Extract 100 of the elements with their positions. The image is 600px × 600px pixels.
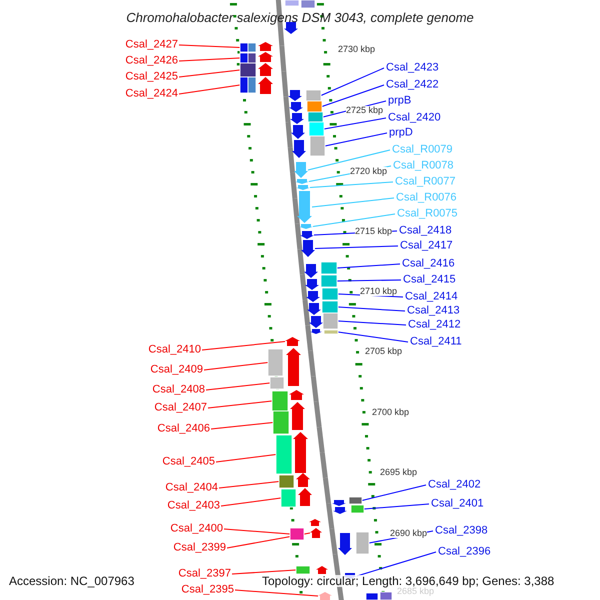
gene-label: Csal_2395 — [181, 584, 234, 596]
gene-block — [300, 0, 316, 8]
gene-block — [356, 532, 370, 554]
gene-feature — [296, 473, 310, 487]
gene-label: Csal_2401 — [431, 498, 484, 510]
gene-block — [240, 62, 256, 78]
gene-block — [284, 0, 300, 6]
gene-feature — [290, 402, 305, 430]
leader-line — [220, 498, 282, 506]
gene-block — [272, 390, 288, 412]
gene-label: Csal_R0079 — [392, 144, 453, 156]
gene-feature — [285, 337, 300, 346]
leader-line — [338, 332, 408, 342]
gene-label: Csal_2396 — [438, 546, 491, 558]
leader-line — [338, 320, 406, 326]
gene-block — [306, 100, 322, 112]
gene-label: Csal_2425 — [125, 72, 178, 82]
gene-label: Csal_2422 — [386, 80, 439, 90]
gene-block — [306, 90, 322, 102]
gene-block — [248, 52, 256, 64]
gene-block — [296, 566, 310, 574]
gene-block — [322, 288, 338, 300]
gene-block — [308, 112, 324, 122]
leader-line — [178, 44, 240, 48]
gene-label: Csal_2408 — [152, 384, 205, 396]
scale-label: 2715 kbp — [355, 227, 392, 236]
gene-block — [268, 348, 284, 376]
gene-block — [322, 312, 338, 330]
gene-block — [380, 592, 392, 600]
leader-line — [312, 214, 396, 227]
gene-feature — [304, 264, 318, 278]
leader-line — [336, 280, 402, 282]
gene-label: Csal_2397 — [178, 568, 231, 580]
gene-feature — [310, 528, 322, 538]
gene-feature — [307, 303, 321, 315]
leader-line — [362, 484, 426, 501]
gene-block — [240, 42, 248, 52]
gene-block — [290, 528, 304, 540]
gene-feature — [291, 125, 305, 139]
scale-label: 2695 kbp — [380, 468, 418, 477]
gene-label: Csal_2403 — [167, 500, 220, 512]
gene-label: Csal_R0076 — [396, 192, 457, 204]
gene-feature — [332, 500, 346, 506]
gene-block — [322, 300, 338, 314]
gene-label: Csal_2398 — [435, 526, 488, 536]
leader-line — [310, 182, 394, 188]
gene-label: Csal_2409 — [150, 364, 203, 376]
gene-label: Csal_2410 — [148, 344, 201, 356]
leader-line — [320, 68, 384, 96]
gene-block — [310, 136, 326, 156]
gene-block — [276, 434, 292, 474]
leader-line — [308, 150, 390, 170]
gene-label: Csal_2402 — [428, 480, 481, 490]
leader-line — [336, 264, 400, 268]
scale-label: 2710 kbp — [360, 287, 398, 296]
gene-label: prpD — [389, 128, 413, 138]
gene-block — [366, 592, 378, 600]
gene-block — [270, 376, 284, 390]
gene-feature — [288, 90, 302, 101]
gene-feature — [299, 224, 313, 229]
gene-label: Csal_R0075 — [397, 208, 458, 220]
gene-feature — [293, 432, 308, 473]
gene-feature — [309, 316, 323, 328]
gene-feature — [309, 519, 321, 526]
gene-label: Csal_2413 — [407, 306, 460, 316]
leader-line — [202, 341, 286, 350]
gene-feature — [258, 77, 273, 94]
gene-label: Csal_2399 — [173, 542, 226, 554]
gene-label: Csal_2417 — [400, 240, 453, 252]
gene-feature — [292, 140, 306, 158]
gene-feature — [258, 63, 273, 76]
gene-label: Csal_2424 — [125, 88, 178, 100]
gene-feature — [333, 507, 347, 514]
gene-label: Csal_R0078 — [393, 160, 454, 172]
gene-feature — [289, 102, 303, 112]
gene-feature — [310, 329, 322, 334]
gene-feature — [306, 291, 320, 302]
gene-label: Csal_2427 — [125, 40, 178, 50]
leader-line — [178, 84, 240, 94]
gene-label: Csal_2415 — [403, 274, 456, 286]
gene-block — [278, 474, 294, 488]
footer-text: Topology: circular; Length: 3,696,649 bp; Genes: 3,388 — [262, 575, 554, 587]
gene-feature — [258, 52, 273, 62]
gene-block — [240, 52, 248, 64]
gene-label: Csal_2414 — [405, 292, 458, 302]
leader-line — [216, 454, 276, 462]
gene-block — [350, 504, 364, 514]
gene-label: prpB — [388, 96, 412, 106]
gene-feature — [301, 240, 315, 257]
leader-line — [312, 198, 394, 208]
leader-line — [324, 118, 386, 130]
leader-line — [314, 246, 398, 249]
gene-feature — [295, 179, 309, 184]
title: Chromohalobacter salexigens DSM 3043, complete genome — [125, 11, 475, 24]
gene-feature — [286, 348, 301, 386]
gene-label: Csal_2412 — [408, 320, 461, 330]
gene-block — [248, 42, 256, 52]
leader-line — [178, 58, 240, 62]
gene-label: Csal_2407 — [154, 402, 207, 414]
scale-label: 2730 kbp — [338, 45, 376, 54]
